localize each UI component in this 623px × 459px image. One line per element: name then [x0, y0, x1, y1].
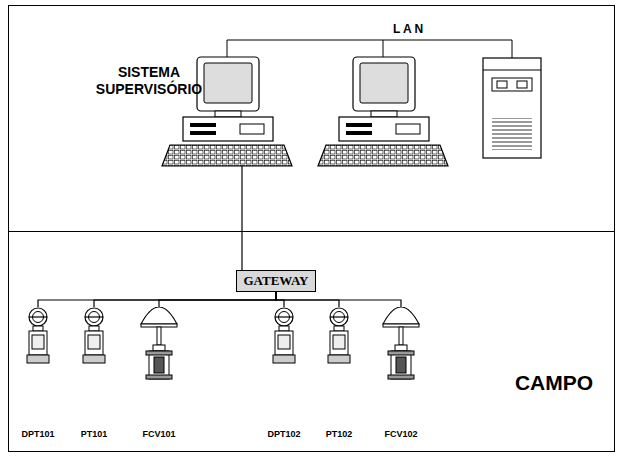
symbol-part [29, 316, 47, 317]
symbol-part [275, 331, 293, 355]
gateway-box: GATEWAY [236, 270, 316, 292]
drawing-part [197, 57, 259, 111]
valve-symbol [134, 307, 184, 443]
control-valve: FCV102 [376, 307, 426, 443]
lan-line [227, 40, 512, 58]
fieldbus-connector [94, 292, 276, 307]
drawing-part [346, 131, 372, 135]
drawing-part [346, 123, 372, 127]
symbol-part [330, 308, 348, 326]
region-band: SISTEMA SUPERVISÓRIO [8, 5, 615, 232]
tag-label: PT102 [309, 429, 369, 439]
symbol-part [146, 375, 172, 379]
pressure-transmitter: PT101 [69, 307, 119, 443]
pressure-transmitter: DPT101 [13, 307, 63, 443]
drawing-part [492, 78, 532, 91]
drawing-part [240, 124, 264, 134]
drawing-part [190, 123, 216, 127]
transmitter-symbol [69, 307, 119, 443]
computer-icon [162, 57, 292, 166]
symbol-part [32, 335, 44, 349]
symbol-part [279, 326, 289, 331]
symbol-part [29, 331, 47, 355]
symbol-part [388, 375, 414, 379]
symbol-part [88, 335, 100, 349]
symbol-part [334, 326, 344, 331]
drawing-part [353, 57, 415, 111]
server-icon [483, 58, 541, 158]
pressure-transmitter: DPT102 [259, 307, 309, 443]
symbol-part [396, 357, 406, 373]
symbol-part [85, 308, 103, 326]
drawing-part [162, 145, 292, 166]
symbol-part [141, 307, 177, 324]
transmitter-symbol [259, 307, 309, 443]
symbol-part [29, 308, 47, 326]
transmitter-symbol [314, 307, 364, 443]
symbol-part [383, 307, 419, 324]
tag-label: PT101 [64, 429, 124, 439]
symbol-part [328, 355, 350, 363]
symbol-part [275, 316, 293, 317]
region-title: CAMPO [489, 370, 619, 395]
computer-icon [318, 57, 448, 166]
symbol-part [395, 345, 407, 351]
drawing-part [204, 63, 252, 103]
symbol-part [330, 316, 348, 317]
drawing-part [517, 81, 527, 88]
symbol-part [153, 345, 165, 351]
symbol-part [85, 331, 103, 355]
uplink-line [241, 166, 242, 270]
symbol-part [85, 316, 103, 317]
symbol-part [154, 357, 164, 373]
region-title: SISTEMA SUPERVISÓRIO [84, 64, 214, 98]
fieldbus-connector [159, 292, 276, 307]
symbol-part [89, 326, 99, 331]
valve-symbol [376, 307, 426, 443]
symbol-part [330, 331, 348, 355]
tag-label: FCV102 [371, 429, 431, 439]
drawing-part [492, 118, 532, 150]
drawing-part [371, 111, 397, 117]
drawing-part [396, 124, 420, 134]
symbol-part [146, 351, 172, 355]
region-band: GATEWAYDPT101PT101FCV101DPT102PT102FCV10… [8, 231, 615, 452]
symbol-part [157, 327, 161, 345]
symbol-part [83, 355, 105, 363]
gateway-label: GATEWAY [243, 274, 308, 288]
symbol-part [388, 351, 414, 355]
drawing-part [483, 58, 541, 158]
symbol-part [273, 355, 295, 363]
symbol-part [399, 327, 403, 345]
drawing-part [190, 131, 216, 135]
symbol-part [278, 335, 290, 349]
tag-label: DPT102 [254, 429, 314, 439]
symbol-part [333, 335, 345, 349]
symbol-part [33, 326, 43, 331]
transmitter-symbol [13, 307, 63, 443]
network-label: L A N [393, 22, 623, 36]
drawing-part [497, 81, 507, 88]
drawing-part [318, 145, 448, 166]
drawing-part [183, 117, 273, 141]
tag-label: DPT101 [8, 429, 68, 439]
drawing-part [483, 70, 541, 71]
pressure-transmitter: PT102 [314, 307, 364, 443]
drawing-part [360, 63, 408, 103]
symbol-part [275, 308, 293, 326]
fieldbus-connector [38, 292, 276, 307]
fieldbus-connector [276, 292, 401, 307]
tag-label: FCV101 [129, 429, 189, 439]
symbol-part [27, 355, 49, 363]
drawing-part [339, 117, 429, 141]
drawing-part [215, 111, 241, 117]
control-valve: FCV101 [134, 307, 184, 443]
